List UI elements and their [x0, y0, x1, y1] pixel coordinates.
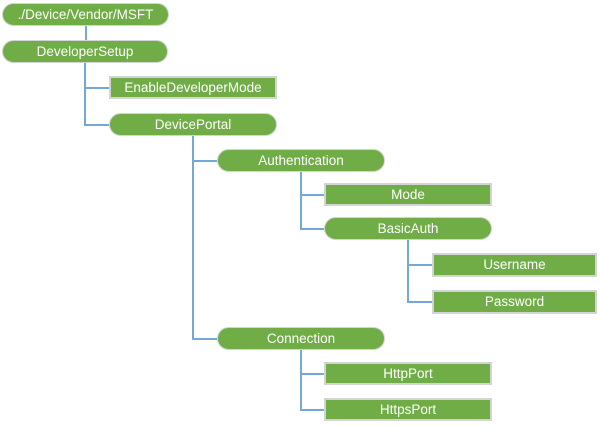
- tree-node-mode: Mode: [324, 183, 492, 206]
- tree-node-password: Password: [432, 290, 597, 314]
- connector-vertical: [407, 240, 409, 303]
- connector-horizontal: [300, 228, 324, 230]
- connector-vertical: [300, 172, 302, 230]
- tree-node-username: Username: [432, 253, 597, 277]
- tree-node-deviceportal: DevicePortal: [109, 113, 277, 136]
- tree-node-enabledevelopermode: EnableDeveloperMode: [109, 76, 277, 99]
- tree-node-basicauth: BasicAuth: [324, 217, 492, 240]
- connector-horizontal: [84, 87, 109, 89]
- tree-node-developersetup: DeveloperSetup: [2, 40, 168, 63]
- tree-node-httpport: HttpPort: [324, 362, 492, 385]
- connector-vertical: [192, 136, 194, 340]
- connector-horizontal: [300, 373, 324, 375]
- tree-node-authentication: Authentication: [217, 149, 385, 172]
- connector-horizontal: [192, 338, 217, 340]
- connector-horizontal: [300, 194, 324, 196]
- connector-horizontal: [84, 124, 109, 126]
- connector-vertical: [300, 350, 302, 411]
- connector-vertical: [85, 26, 87, 40]
- tree-node-httpsport: HttpsPort: [324, 398, 492, 421]
- connector-horizontal: [300, 409, 324, 411]
- tree-node-device-vendor-msft: ./Device/Vendor/MSFT: [2, 3, 169, 26]
- connector-horizontal: [192, 160, 217, 162]
- connector-horizontal: [407, 301, 432, 303]
- tree-node-connection: Connection: [217, 327, 385, 350]
- connector-vertical: [84, 63, 86, 126]
- connector-horizontal: [407, 264, 432, 266]
